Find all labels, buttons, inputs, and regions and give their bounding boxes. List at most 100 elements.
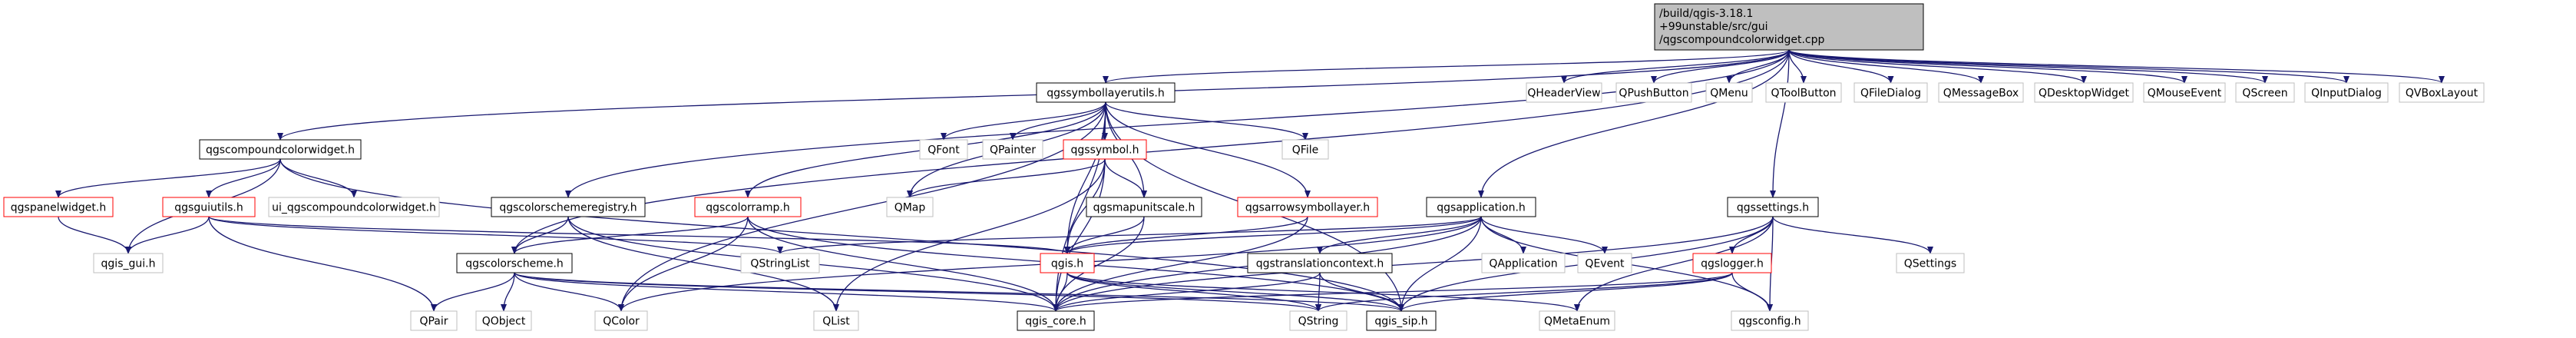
node-label: QVBoxLayout xyxy=(2406,88,2478,100)
edge-qgssymbollayerutils-h-to-qgis-core-h xyxy=(1053,101,1106,312)
edge-root-to-qvboxlayout xyxy=(1788,49,2445,84)
node-label: qgis_sip.h xyxy=(1374,316,1427,328)
node-qapplication: QApplication xyxy=(1481,253,1566,273)
node-label: qgssettings.h xyxy=(1737,202,1809,214)
node-qgslogger-h[interactable]: qgslogger.h xyxy=(1692,253,1772,273)
node-label: qgsconfig.h xyxy=(1738,316,1801,328)
edge-qgsguiutils-h-to-qpair xyxy=(208,216,437,312)
node-qgscolorramp-h[interactable]: qgscolorramp.h xyxy=(694,197,802,217)
edge-qgssymbollayerutils-h-to-qfile xyxy=(1105,101,1308,141)
node-label: QMap xyxy=(894,202,926,214)
node-label: qgsmapunitscale.h xyxy=(1093,202,1195,214)
node-label: QSettings xyxy=(1904,258,1956,270)
root-label-line: /qgscompoundcolorwidget.cpp xyxy=(1659,34,1824,46)
node-box xyxy=(1481,253,1566,273)
node-label: qgis_gui.h xyxy=(101,258,156,270)
node-label: QEvent xyxy=(1585,258,1625,270)
node-qgssymbol-h[interactable]: qgssymbol.h xyxy=(1063,139,1147,160)
node-box xyxy=(1615,82,1692,103)
node-label: QMetaEnum xyxy=(1544,316,1610,328)
node-qgscolorschemeregistry-h[interactable]: qgscolorschemeregistry.h xyxy=(491,197,646,217)
edge-qgsapplication-h-to-qapplication xyxy=(1480,216,1526,254)
node-box xyxy=(2034,82,2134,103)
edge-qgslogger-h-to-qstring xyxy=(1315,272,1733,312)
edge-qgssettings-h-to-qgis-core-h xyxy=(1053,216,1774,312)
edge-root-to-qgscolorschemeregistry-h xyxy=(565,49,1790,198)
node-box xyxy=(162,197,256,217)
node-box xyxy=(1896,253,1965,273)
edge-qgsarrowsymbollayer-h-to-qgis-h xyxy=(1064,216,1308,254)
edge-qgscompoundcolorwidget-h-to-qgis-sip-h xyxy=(279,158,1404,312)
node-label: QMenu xyxy=(1710,88,1748,100)
node-label: qgscolorscheme.h xyxy=(465,258,564,270)
node-qgsapplication-h[interactable]: qgsapplication.h xyxy=(1426,197,1536,217)
node-label: QColor xyxy=(603,316,640,328)
node-qgssettings-h[interactable]: qgssettings.h xyxy=(1727,197,1819,217)
node-ui-qgscompoundcolorwidget-h: ui_qgscompoundcolorwidget.h xyxy=(268,197,440,217)
node-qfont: QFont xyxy=(919,139,968,160)
node-box xyxy=(93,253,164,273)
edge-root-to-qgssymbollayerutils-h xyxy=(1103,49,1790,84)
node-qpair: QPair xyxy=(410,310,458,331)
node-label: QPushButton xyxy=(1619,88,1688,100)
edge-qgslogger-h-to-qgis-sip-h xyxy=(1398,272,1733,312)
node-label: qgstranslationcontext.h xyxy=(1256,258,1384,270)
edge-qgssettings-h-to-qmetaenum xyxy=(1574,216,1774,312)
node-qgis-core-h[interactable]: qgis_core.h xyxy=(1017,310,1095,331)
node-box xyxy=(1526,82,1602,103)
node-qgsguiutils-h[interactable]: qgsguiutils.h xyxy=(162,197,256,217)
edge-qgis-h-to-qmetaenum xyxy=(1066,272,1580,312)
node-label: qgslogger.h xyxy=(1701,258,1764,270)
edge-qgssymbol-h-to-qgis-core-h xyxy=(1053,158,1106,312)
node-qgscompoundcolorwidget-h[interactable]: qgscompoundcolorwidget.h xyxy=(199,139,362,160)
edge-root-to-qinputdialog xyxy=(1788,49,2349,84)
node-box xyxy=(1692,253,1772,273)
node-qgstranslationcontext-h[interactable]: qgstranslationcontext.h xyxy=(1247,253,1393,273)
node-qgsmapunitscale-h[interactable]: qgsmapunitscale.h xyxy=(1086,197,1202,217)
node-qgscolorscheme-h[interactable]: qgscolorscheme.h xyxy=(456,253,573,273)
dependency-nodes: /build/qgis-3.18.1+99unstable/src/gui/qg… xyxy=(3,3,2485,331)
node-root[interactable]: /build/qgis-3.18.1+99unstable/src/gui/qg… xyxy=(1654,3,1924,51)
node-label: QMouseEvent xyxy=(2148,88,2222,100)
node-box xyxy=(1247,253,1393,273)
node-qgis-h[interactable]: qgis.h xyxy=(1040,253,1095,273)
edge-root-to-qgsapplication-h xyxy=(1478,49,1790,198)
node-box xyxy=(1237,197,1378,217)
node-label: qgspanelwidget.h xyxy=(11,202,106,214)
node-box xyxy=(1281,139,1329,160)
node-box xyxy=(813,310,859,331)
node-qevent: QEvent xyxy=(1577,253,1632,273)
node-label: qgssymbol.h xyxy=(1071,144,1139,157)
node-box xyxy=(1654,3,1924,51)
node-box xyxy=(410,310,458,331)
edge-root-to-qmouseevent xyxy=(1788,49,2187,84)
node-label: QStringList xyxy=(750,258,810,270)
node-label: QDesktopWidget xyxy=(2039,88,2130,100)
node-qgis-sip-h[interactable]: qgis_sip.h xyxy=(1366,310,1437,331)
node-box xyxy=(1731,310,1809,331)
node-box xyxy=(1040,253,1095,273)
node-qmenu: QMenu xyxy=(1705,82,1753,103)
node-qgspanelwidget-h[interactable]: qgspanelwidget.h xyxy=(3,197,114,217)
edge-qgssymbollayerutils-h-to-qpainter xyxy=(1010,101,1106,141)
node-box xyxy=(1289,310,1348,331)
edge-root-to-qfiledialog xyxy=(1788,49,1894,84)
node-box xyxy=(1086,197,1202,217)
node-qscreen: QScreen xyxy=(2235,82,2295,103)
node-box xyxy=(1938,82,2024,103)
node-label: QList xyxy=(822,316,850,328)
node-box xyxy=(1539,310,1615,331)
node-qmessagebox: QMessageBox xyxy=(1938,82,2024,103)
root-label-line: /build/qgis-3.18.1 xyxy=(1659,8,1753,20)
edge-qgssettings-h-to-qsettings xyxy=(1772,216,1933,254)
node-label: qgis.h xyxy=(1051,258,1083,270)
node-qgssymbollayerutils-h[interactable]: qgssymbollayerutils.h xyxy=(1036,82,1176,103)
node-box xyxy=(2399,82,2485,103)
node-label: qgscompoundcolorwidget.h xyxy=(206,144,355,157)
node-qtoolbutton: QToolButton xyxy=(1765,82,1842,103)
node-qgsarrowsymbollayer-h[interactable]: qgsarrowsymbollayer.h xyxy=(1237,197,1378,217)
node-label: qgscolorramp.h xyxy=(706,202,789,214)
node-box xyxy=(475,310,532,331)
dependency-edges xyxy=(55,49,2445,312)
node-box xyxy=(919,139,968,160)
